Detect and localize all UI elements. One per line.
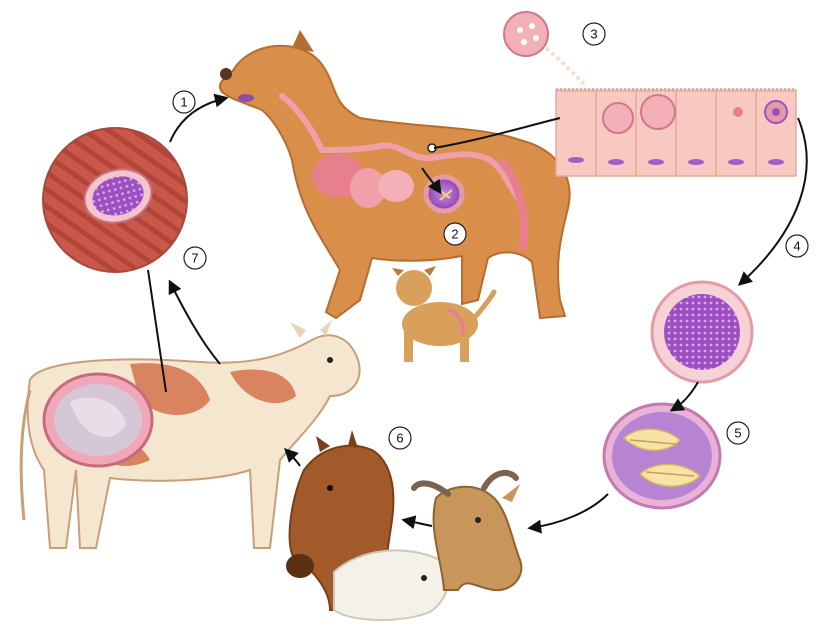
svg-text:5: 5	[734, 426, 741, 441]
step-marker-6: 6	[389, 427, 411, 449]
unsporulated-oocyst-icon	[652, 282, 752, 382]
arrow-cow-to-muscle	[170, 282, 220, 364]
sporulated-oocyst-icon	[604, 404, 720, 508]
step-marker-4: 4	[786, 235, 808, 257]
intestinal-epithelium	[556, 90, 796, 176]
svg-text:2: 2	[451, 227, 458, 242]
svg-text:4: 4	[793, 239, 800, 254]
muscle-cyst-illustration	[43, 128, 187, 272]
step-marker-1: 1	[173, 91, 195, 113]
dog-illustration	[220, 30, 570, 318]
svg-text:7: 7	[191, 251, 198, 266]
svg-text:6: 6	[396, 431, 403, 446]
arrow-horse-to-cow	[286, 450, 300, 466]
step-marker-3: 3	[583, 23, 605, 45]
svg-text:3: 3	[590, 27, 597, 42]
svg-text:1: 1	[180, 95, 187, 110]
released-cyst-icon	[504, 12, 584, 84]
sheep-illustration	[334, 550, 449, 620]
step-marker-7: 7	[184, 247, 206, 269]
arrow-goat-to-horse	[404, 520, 432, 526]
step-marker-5: 5	[727, 422, 749, 444]
arrow-sporulated-to-goat	[530, 494, 608, 528]
step-marker-2: 2	[444, 223, 466, 245]
